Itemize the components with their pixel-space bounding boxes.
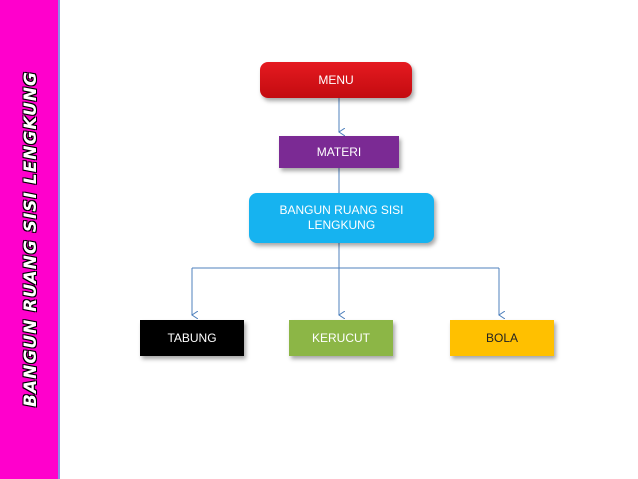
sidebar: BANGUN RUANG SISI LENGKUNG xyxy=(0,0,60,479)
materi-node[interactable]: MATERI xyxy=(279,136,399,168)
tabung-node[interactable]: TABUNG xyxy=(140,320,244,356)
bola-node[interactable]: BOLA xyxy=(450,320,554,356)
menu-node[interactable]: MENU xyxy=(260,62,412,98)
bangun-ruang-node[interactable]: BANGUN RUANG SISI LENGKUNG xyxy=(249,193,434,243)
menu-label: MENU xyxy=(318,72,354,87)
bola-label: BOLA xyxy=(485,330,518,345)
tabung-label: TABUNG xyxy=(167,330,217,345)
bangun-ruang-label: BANGUN RUANG SISI LENGKUNG xyxy=(279,203,404,232)
kerucut-node[interactable]: KERUCUT xyxy=(289,320,393,356)
materi-label: MATERI xyxy=(316,144,362,159)
kerucut-label: KERUCUT xyxy=(311,330,370,345)
